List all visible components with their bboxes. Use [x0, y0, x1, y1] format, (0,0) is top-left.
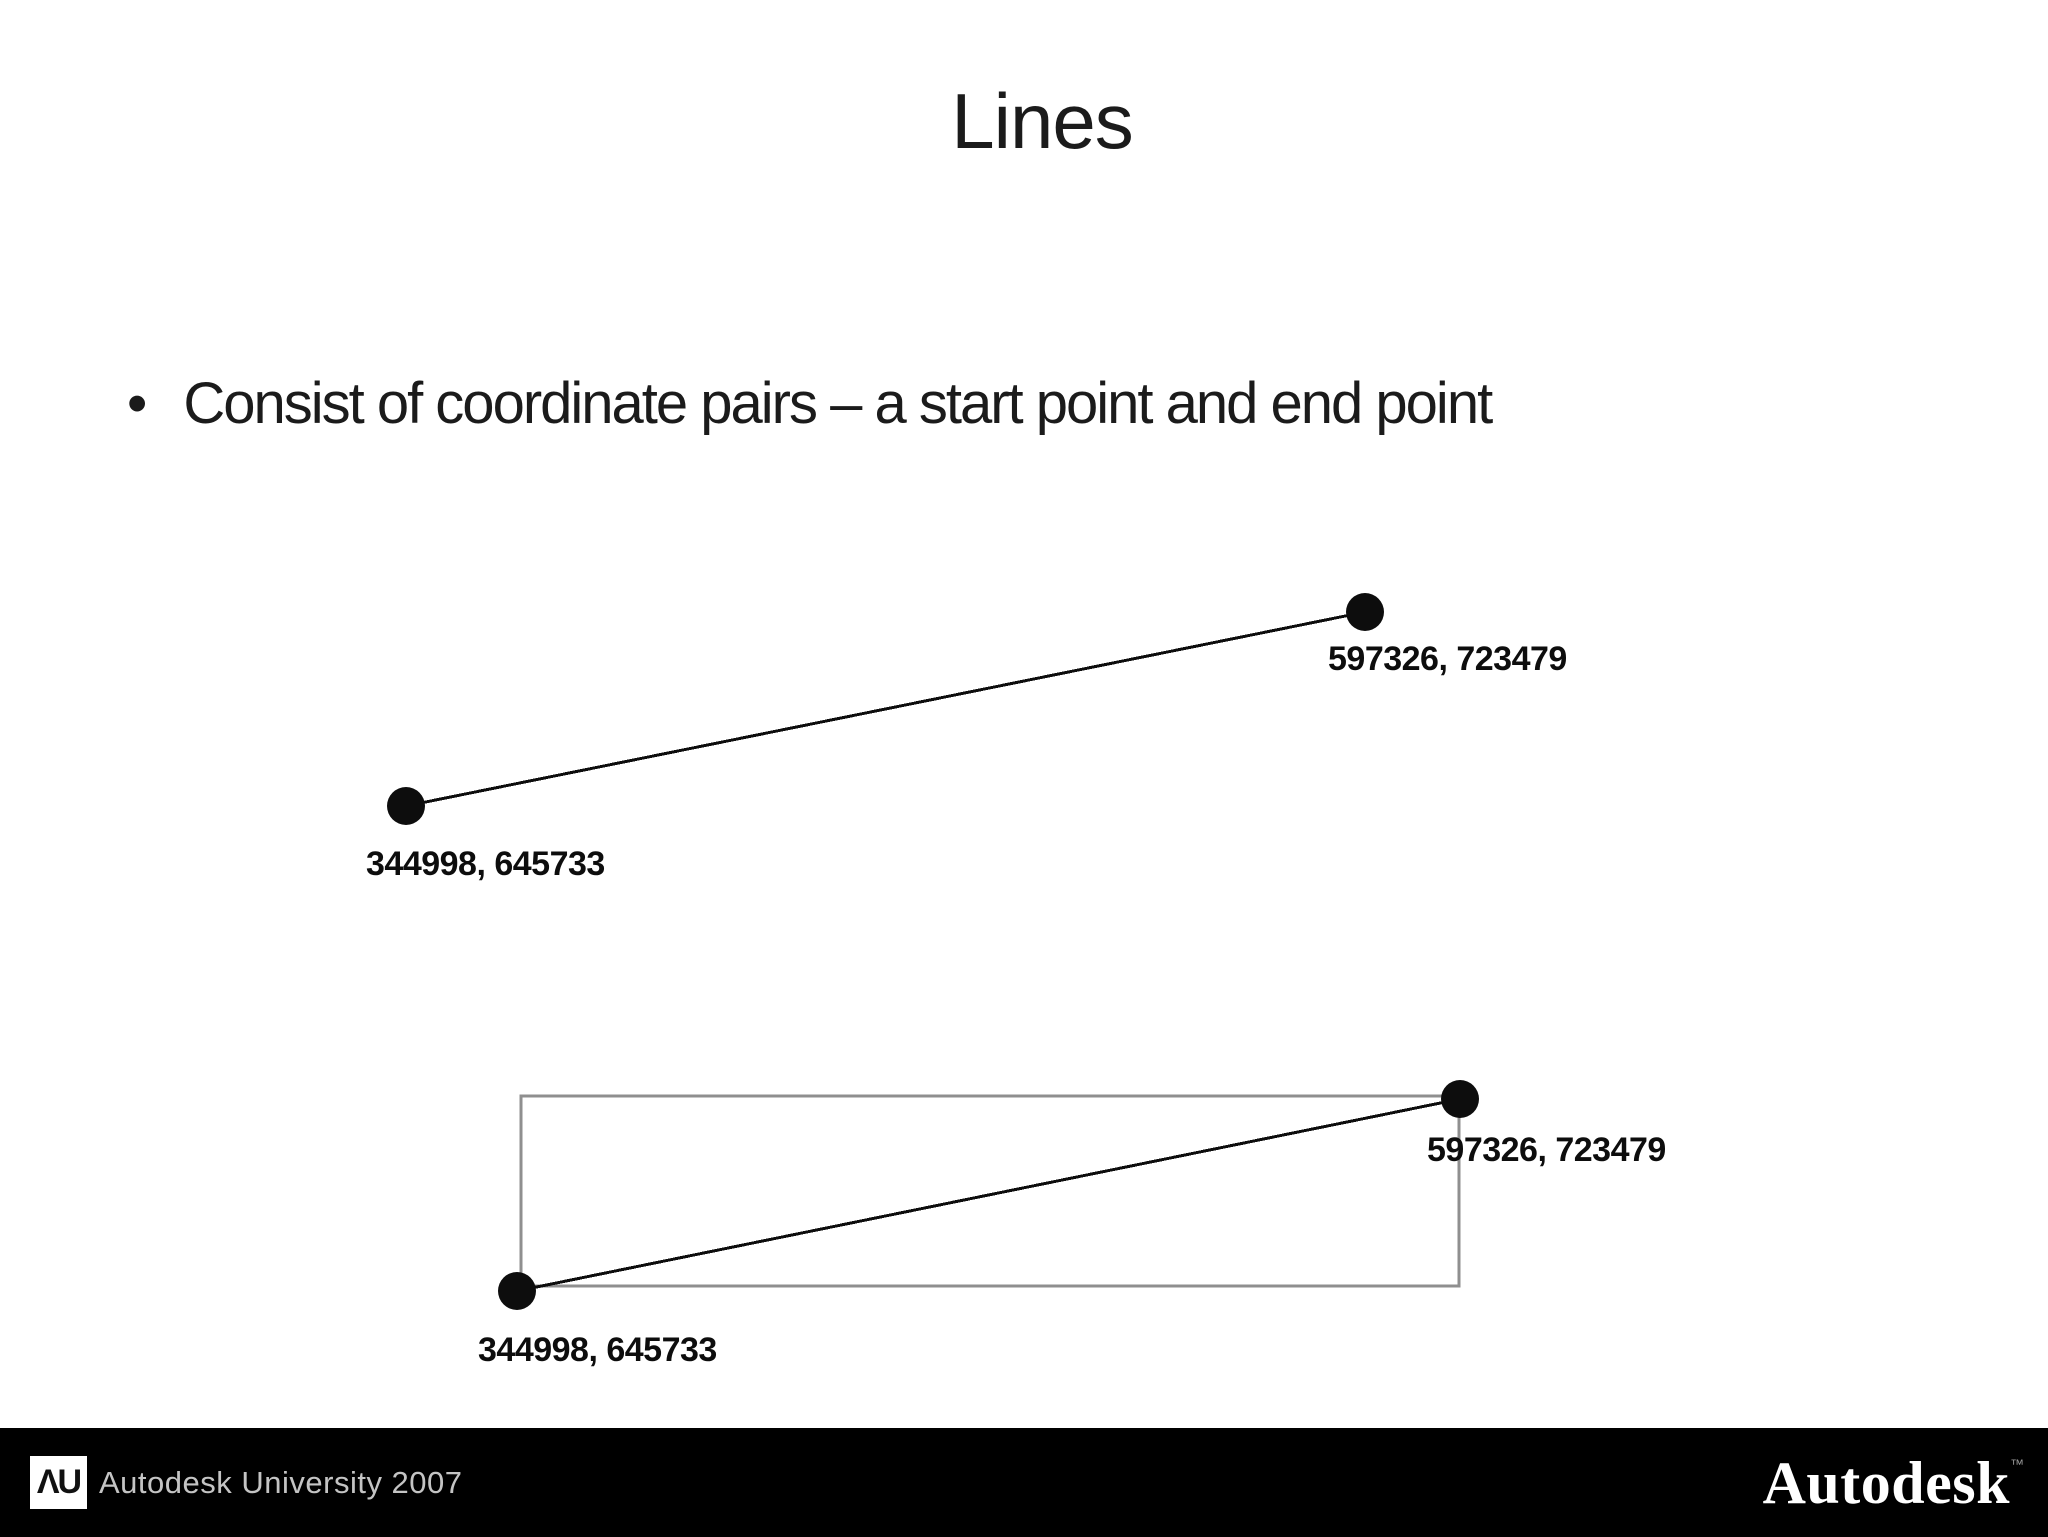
footer-conference-label: Autodesk University 2007	[99, 1464, 463, 1500]
line2-end-dot	[1441, 1080, 1479, 1118]
trademark-symbol: ™	[2010, 1455, 2024, 1472]
autodesk-wordmark: Autodesk	[1762, 1449, 2010, 1516]
line1-end-dot	[1346, 593, 1384, 631]
brand-group: Autodesk ™	[1763, 1453, 2024, 1513]
line2-start-dot	[498, 1272, 536, 1310]
footer-bar: ΛU Autodesk University 2007 Autodesk ™	[0, 1428, 2048, 1537]
bullet-marker: •	[127, 371, 148, 436]
line1-end-coordinate-label: 597326, 723479	[1328, 640, 1567, 678]
line2-start-coordinate-label: 344998, 645733	[478, 1331, 717, 1369]
bullet-text: Consist of coordinate pairs – a start po…	[183, 371, 1493, 436]
line2-end-coordinate-label: 597326, 723479	[1427, 1131, 1666, 1169]
footer-left-group: ΛU Autodesk University 2007	[30, 1456, 463, 1509]
au-logo-badge: ΛU	[30, 1456, 87, 1509]
line1-start-dot	[387, 787, 425, 825]
line1-start-coordinate-label: 344998, 645733	[366, 845, 605, 883]
line1-segment	[405, 610, 1366, 808]
au-logo-icon: ΛU	[36, 1462, 82, 1501]
page-title: Lines	[951, 77, 1133, 165]
bullet-item: • Consist of coordinate pairs – a start …	[127, 371, 1493, 436]
extent-rectangle	[519, 1094, 1461, 1288]
line2-segment	[516, 1097, 1461, 1293]
